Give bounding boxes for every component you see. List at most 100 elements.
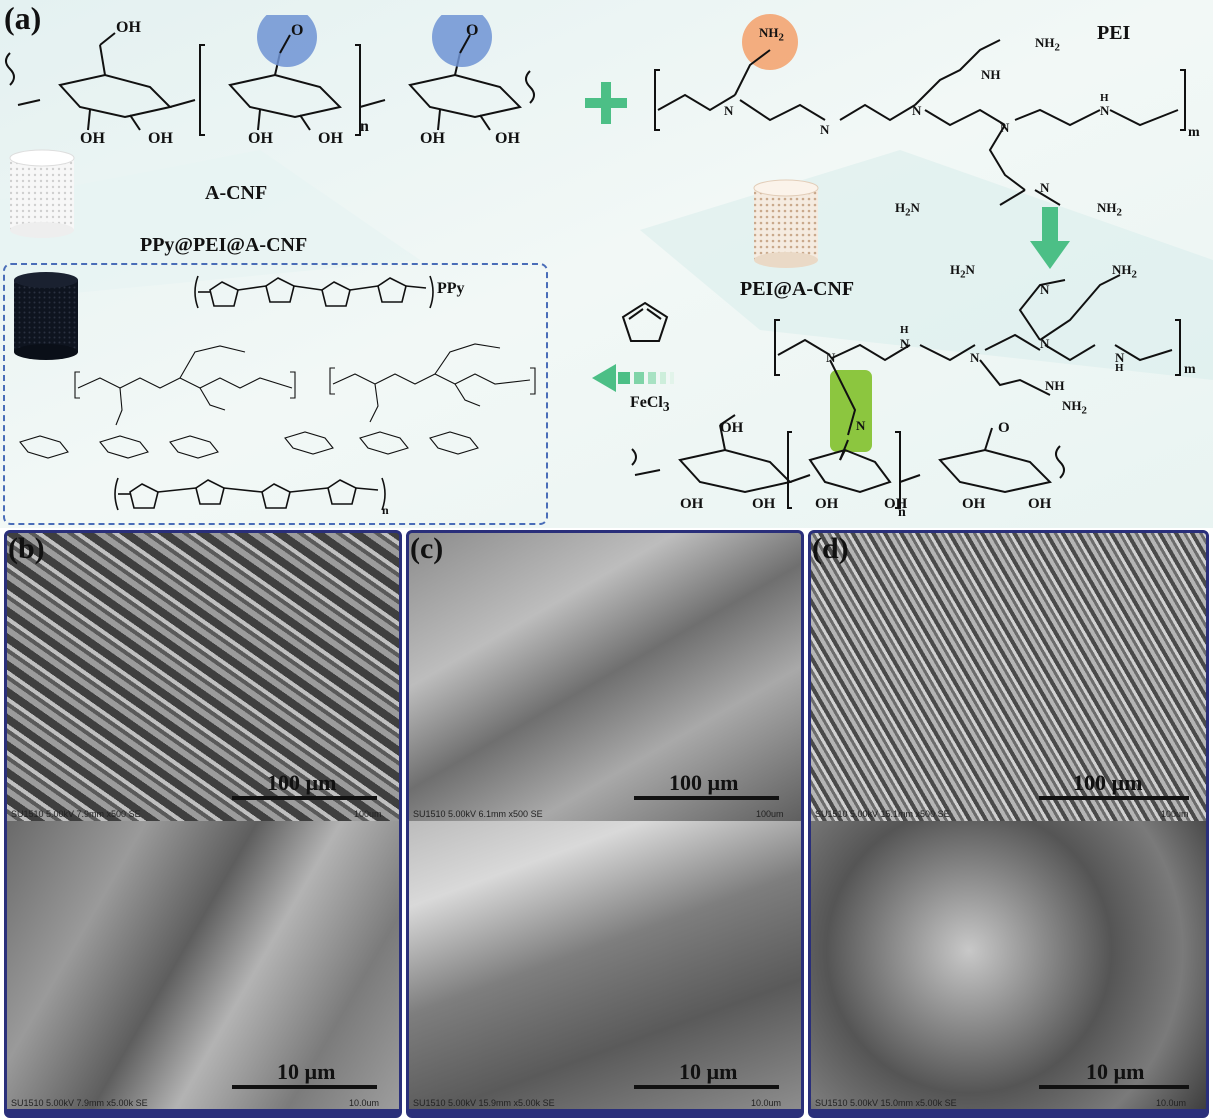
meta-b-top-left: SU1510 5.00kV 7.9mm x500 SE xyxy=(11,809,141,819)
ppy-pei-acnf-label: PPy@PEI@A-CNF xyxy=(140,234,308,256)
peiacnf-n-label-6: N xyxy=(1115,350,1125,365)
pei-nh2-label-3: NH2 xyxy=(1097,200,1122,219)
peiacnf-n-label-5: N xyxy=(1040,336,1050,351)
acnf-label: A-CNF xyxy=(205,182,268,204)
dashed-arrow-icon xyxy=(592,364,674,392)
scale-bar-d-top xyxy=(1039,796,1189,800)
meta-b-bottom-left: SU1510 5.00kV 7.9mm x5.00k SE xyxy=(11,1098,148,1108)
scale-bar-b-bottom xyxy=(232,1085,377,1089)
peiacnf-nh2-label: NH2 xyxy=(1112,262,1137,281)
pei-acnf-structure xyxy=(631,274,1181,509)
sem-image-d-bottom xyxy=(811,821,1206,1109)
scale-bar-c-bottom xyxy=(634,1085,779,1089)
scale-text-c-bottom: 10 µm xyxy=(679,1059,738,1084)
ppy-pei-acnf-box xyxy=(3,263,548,525)
meta-d-top-left: SU1510 5.00kV 15.1mm x500 SE xyxy=(815,809,950,819)
acnf-oh-label-7: OH xyxy=(495,130,520,147)
pyrrole-icon xyxy=(621,301,669,342)
acnf-oh-label-2: OH xyxy=(80,130,105,147)
acnf-oh-label-4: OH xyxy=(248,130,273,147)
acnf-oh-label-5: OH xyxy=(318,130,343,147)
ppy-pei-acnf-aerogel-icon xyxy=(14,272,78,360)
acnf-aerogel-icon xyxy=(9,149,75,238)
pei-acnf-aerogel-icon xyxy=(753,179,819,268)
sem-image-c-top xyxy=(409,533,801,821)
panel-label-b: (b) xyxy=(8,532,45,565)
peiacnf-nh-label: NH xyxy=(1045,378,1065,393)
peiacnf-m-sub: m xyxy=(1184,362,1196,377)
acnf-oh-label-6: OH xyxy=(420,130,445,147)
pei-m-sub: m xyxy=(1188,125,1200,140)
peiacnf-h-label-1: H xyxy=(900,324,909,336)
scale-text-d-top: 100 µm xyxy=(1073,770,1143,795)
peiacnf-n-label-4: N xyxy=(970,350,980,365)
peiacnf-n-label-3: N xyxy=(900,336,910,351)
meta-d-bottom-right: 10.0um xyxy=(1156,1098,1187,1108)
ppy-pei-acnf-mini-structures xyxy=(19,343,536,459)
scale-text-b-top: 100 µm xyxy=(267,770,337,795)
meta-c-top-left: SU1510 5.00kV 6.1mm x500 SE xyxy=(413,809,543,819)
pei-n-label-4: N xyxy=(1000,120,1010,135)
sem-panel-c: 100 µm SU1510 5.00kV 6.1mm x500 SE 100um… xyxy=(406,530,804,1118)
peiacnf-n-label-2: N xyxy=(826,350,836,365)
ppy-chain-top xyxy=(194,275,434,309)
scale-bar-c-top xyxy=(634,796,779,800)
pei-n-label-5: N xyxy=(1100,103,1110,118)
peiacnf-oh-label-4: OH xyxy=(815,496,839,512)
ppy-chain-bottom xyxy=(114,477,386,511)
ppy-n-sub: n xyxy=(382,503,389,517)
peiacnf-n-label-1: N xyxy=(1040,282,1050,297)
panel-label-a: (a) xyxy=(4,0,42,36)
peiacnf-oh-label-3: OH xyxy=(752,496,776,512)
peiacnf-oh-label-1: OH xyxy=(720,420,744,436)
sem-panel-b: 100 µm SU1510 5.00kV 7.9mm x500 SE 100um… xyxy=(4,530,402,1118)
pei-nh2-label: NH2 xyxy=(759,25,784,44)
fecl3-label: FeCl3 xyxy=(630,394,670,415)
pei-acnf-label: PEI@A-CNF xyxy=(740,278,855,300)
pei-h-label: H xyxy=(1100,92,1109,104)
imine-n-label: N xyxy=(856,418,866,433)
acnf-oh-label-3: OH xyxy=(148,130,173,147)
acnf-structure xyxy=(5,15,535,136)
sem-image-c-bottom xyxy=(409,821,801,1109)
sem-image-b-top xyxy=(7,533,399,821)
sem-image-d-top xyxy=(811,533,1206,821)
peiacnf-o-label: O xyxy=(998,420,1010,436)
acnf-oh-label: OH xyxy=(116,19,141,36)
peiacnf-oh-label-7: OH xyxy=(1028,496,1052,512)
peiacnf-nh2-label-2: NH2 xyxy=(1062,398,1087,417)
meta-b-top-right: 100um xyxy=(354,809,382,819)
pei-n-label-1: N xyxy=(724,103,734,118)
peiacnf-oh-label-2: OH xyxy=(680,496,704,512)
pei-nh-label: NH xyxy=(981,67,1001,82)
pei-n-label-2: N xyxy=(820,122,830,137)
ppy-label: PPy xyxy=(437,280,465,297)
down-arrow-icon xyxy=(1030,207,1070,269)
sem-panel-d: 100 µm SU1510 5.00kV 15.1mm x500 SE 100u… xyxy=(808,530,1209,1118)
pei-nh2-label-2: NH2 xyxy=(1035,35,1060,54)
pei-n-label-3: N xyxy=(912,103,922,118)
pei-label: PEI xyxy=(1097,22,1131,44)
panel-label-c: (c) xyxy=(410,532,444,565)
peiacnf-oh-label-6: OH xyxy=(962,496,986,512)
meta-d-top-right: 100um xyxy=(1161,809,1189,819)
meta-d-bottom-left: SU1510 5.00kV 15.0mm x5.00k SE xyxy=(815,1098,957,1108)
panel-label-d: (d) xyxy=(812,532,849,565)
pei-structure xyxy=(654,14,1186,206)
meta-c-bottom-right: 10.0um xyxy=(751,1098,782,1108)
peiacnf-h-label-2: H xyxy=(1115,362,1124,374)
acnf-n-sub: n xyxy=(360,118,369,135)
plus-icon xyxy=(585,82,627,124)
scale-bar-b-top xyxy=(232,796,377,800)
scale-bar-d-bottom xyxy=(1039,1085,1189,1089)
meta-c-bottom-left: SU1510 5.00kV 15.9mm x5.00k SE xyxy=(413,1098,555,1108)
scale-text-c-top: 100 µm xyxy=(669,770,739,795)
peiacnf-oh-label-5: OH xyxy=(884,496,908,512)
pei-h2n-label: H2N xyxy=(895,200,920,219)
aldehyde-o-label-2: O xyxy=(466,22,479,39)
sem-image-b-bottom xyxy=(7,821,399,1109)
scale-text-b-bottom: 10 µm xyxy=(277,1059,336,1084)
meta-b-bottom-right: 10.0um xyxy=(349,1098,380,1108)
meta-c-top-right: 100um xyxy=(756,809,784,819)
